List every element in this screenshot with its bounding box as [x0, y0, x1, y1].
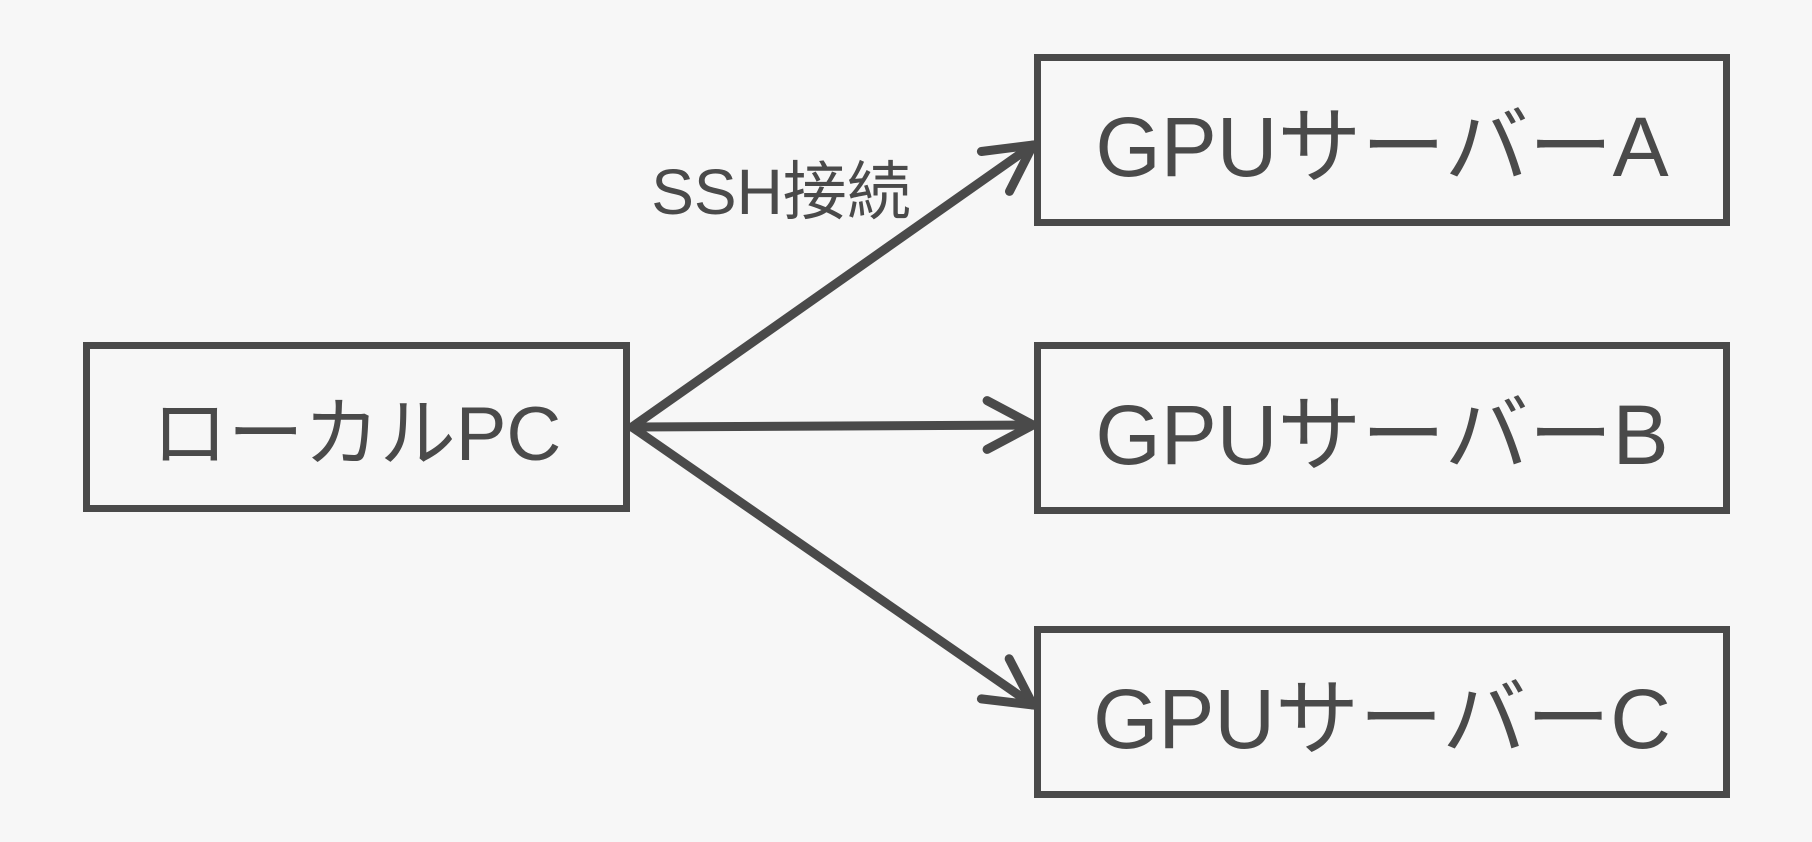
- node-gpu-server-b: GPUサーバーB: [1034, 342, 1730, 514]
- node-gpu-server-c: GPUサーバーC: [1034, 626, 1730, 798]
- arrow-local-to-gpu-b: [627, 396, 1043, 454]
- node-gpu-server-b-label: GPUサーバーB: [1095, 387, 1669, 482]
- node-gpu-server-a-label: GPUサーバーA: [1095, 99, 1669, 194]
- arrow-local-to-gpu-a: [627, 139, 1041, 432]
- node-gpu-server-a: GPUサーバーA: [1034, 54, 1730, 226]
- node-local-pc: ローカルPC: [83, 342, 630, 512]
- arrow-local-to-gpu-c: [627, 422, 1041, 711]
- edge-label-ssh-connection: SSH接続: [651, 156, 911, 228]
- node-gpu-server-c-label: GPUサーバーC: [1093, 671, 1671, 766]
- node-local-pc-label: ローカルPC: [151, 392, 562, 477]
